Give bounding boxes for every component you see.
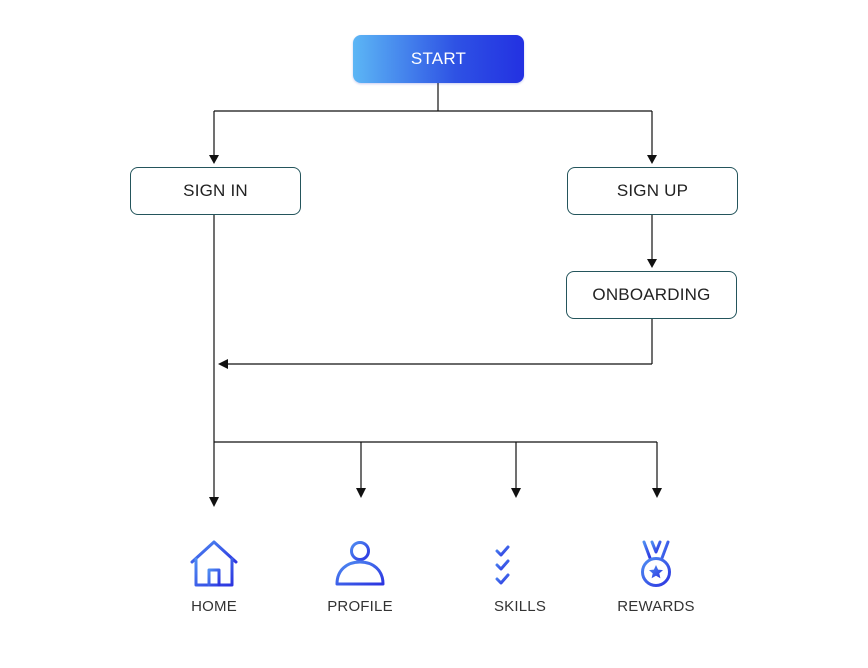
- destination-skills-label: SKILLS: [493, 598, 547, 615]
- profile-icon: [334, 540, 386, 588]
- destination-home-label: HOME: [191, 598, 237, 615]
- destination-home: HOME: [154, 540, 274, 615]
- destination-rewards-label: REWARDS: [617, 598, 695, 615]
- arrowhead-home: [209, 497, 219, 507]
- destination-skills: SKILLS: [460, 540, 580, 615]
- destination-rewards: REWARDS: [596, 540, 716, 615]
- destination-profile: PROFILE: [300, 540, 420, 615]
- onboarding-node: ONBOARDING: [566, 271, 737, 319]
- arrowhead-skills: [511, 488, 521, 498]
- arrowhead-sign-up: [647, 155, 657, 164]
- home-icon: [190, 540, 238, 588]
- arrowhead-merge: [218, 359, 228, 369]
- start-node-label: START: [410, 49, 467, 68]
- arrowhead-profile: [356, 488, 366, 498]
- destination-profile-label: PROFILE: [327, 598, 393, 615]
- arrowhead-sign-in: [209, 155, 219, 164]
- arrowhead-rewards: [652, 488, 662, 498]
- medal-icon: [638, 540, 674, 588]
- onboarding-node-label: ONBOARDING: [592, 285, 711, 304]
- sign-in-node-label: SIGN IN: [183, 181, 248, 200]
- arrowhead-onboarding: [647, 259, 657, 268]
- start-node: START: [353, 35, 524, 83]
- checklist-icon: [494, 540, 546, 588]
- sign-in-node: SIGN IN: [130, 167, 301, 215]
- sign-up-node-label: SIGN UP: [616, 181, 689, 200]
- sign-up-node: SIGN UP: [567, 167, 738, 215]
